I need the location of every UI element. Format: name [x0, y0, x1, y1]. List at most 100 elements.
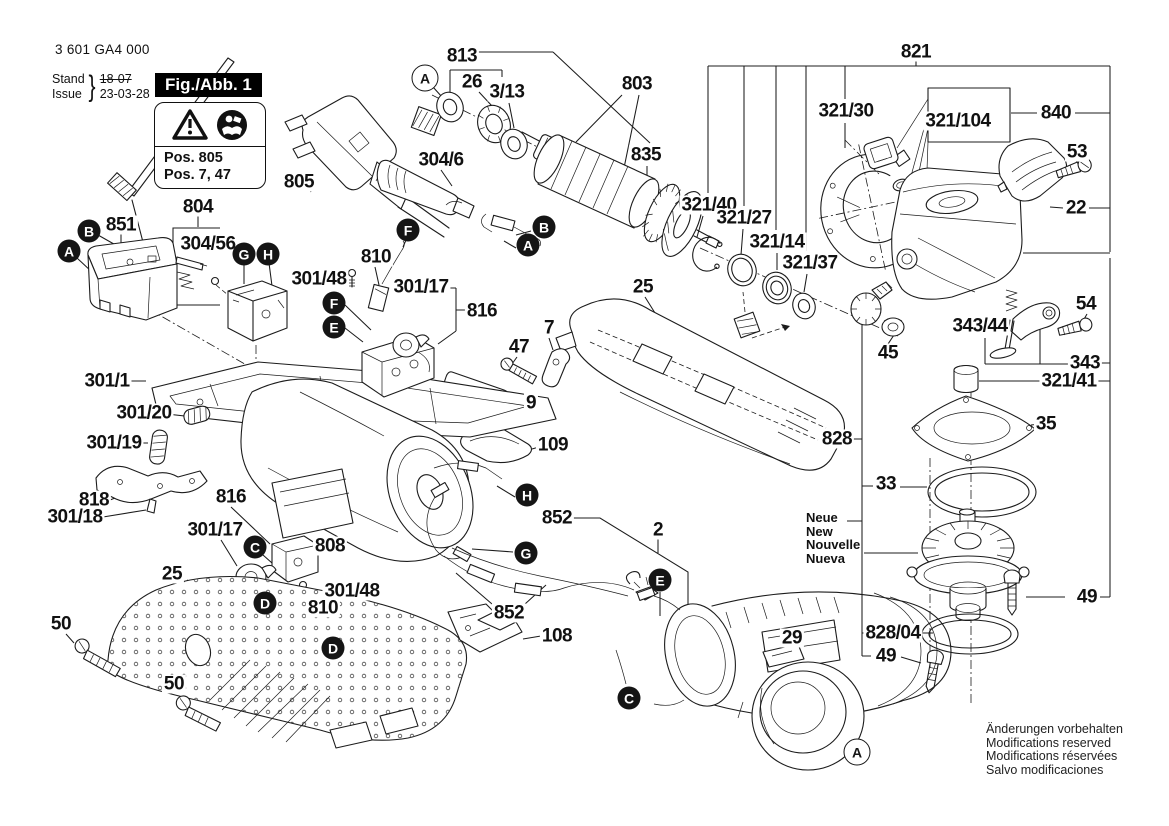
part-label-301-48: 301/48 — [289, 268, 349, 290]
view-marker-G-filled: G — [232, 242, 256, 266]
issue-label: Issue — [52, 87, 82, 101]
part-label-321-14: 321/14 — [747, 231, 807, 253]
part-label-33: 33 — [873, 473, 899, 495]
screw-54 — [1057, 317, 1093, 336]
screw-49-bottom — [925, 649, 944, 694]
part-label-22: 22 — [1063, 197, 1089, 219]
view-marker-F-filled: F — [322, 291, 346, 315]
part-label-50: 50 — [48, 613, 74, 635]
new-part-note-en: New — [806, 523, 833, 539]
sleeve-26 — [477, 104, 511, 144]
stand-value: 18-07 — [99, 72, 132, 86]
part-label-835: 835 — [628, 144, 664, 166]
view-marker-A-filled: A — [516, 233, 540, 257]
view-marker-C-filled: C — [617, 686, 641, 710]
read-manual-icon — [217, 110, 247, 140]
new-part-note: Neue New Nouvelle Nueva — [806, 511, 860, 565]
part-label-53: 53 — [1064, 141, 1090, 163]
view-marker-G-filled: G — [514, 541, 538, 565]
wire-harness-852 — [443, 547, 635, 597]
part-label-301-18: 301/18 — [45, 506, 105, 528]
part-label-321-104: 321/104 — [923, 110, 993, 132]
part-label-803: 803 — [619, 73, 655, 95]
bearing-3-13 — [500, 128, 528, 160]
figure-title: Fig./Abb. 1 — [155, 73, 262, 97]
part-label-9: 9 — [523, 392, 539, 414]
part-label-851: 851 — [103, 214, 139, 236]
screw-47 — [500, 357, 538, 385]
model-number: 3 601 GA4 000 — [55, 42, 150, 57]
spring-301-19 — [149, 429, 168, 465]
bracket-108 — [447, 603, 523, 653]
switch-base-301-17-upper — [361, 332, 435, 398]
part-label-50: 50 — [161, 673, 187, 695]
brace-glyph: } — [88, 70, 96, 103]
part-label-818: 818 — [76, 489, 112, 511]
view-marker-E-filled: E — [322, 315, 346, 339]
part-label-301-19: 301/19 — [84, 432, 144, 454]
pinion-45 — [850, 281, 905, 337]
part-label-301-20: 301/20 — [114, 402, 174, 424]
part-label-47: 47 — [506, 336, 532, 358]
view-marker-C-filled: C — [243, 535, 267, 559]
spring-301-20 — [183, 405, 211, 425]
view-marker-B-filled: B — [77, 219, 101, 243]
part-label-321-41: 321/41 — [1039, 370, 1099, 392]
part-label-852: 852 — [491, 602, 527, 624]
ring-321-37 — [792, 292, 816, 320]
view-marker-D-filled: D — [253, 591, 277, 615]
o-ring-33 — [927, 466, 1037, 518]
damper-block — [733, 311, 761, 339]
part-label-321-30: 321/30 — [816, 100, 876, 122]
inner-housing-25 — [555, 298, 845, 471]
part-label-828: 828 — [819, 428, 855, 450]
part-label-49: 49 — [873, 645, 899, 667]
part-label-45: 45 — [875, 342, 901, 364]
screw-50-a — [74, 638, 121, 678]
notice-es: Salvo modificaciones — [986, 762, 1104, 777]
part-label-804: 804 — [180, 196, 216, 218]
stand-label: Stand — [52, 72, 85, 86]
brush-810-upper — [347, 240, 405, 312]
warning-note-box: Pos. 805 Pos. 7, 47 — [154, 102, 266, 189]
issue-value: 23-03-28 — [99, 87, 150, 101]
part-label-828-04: 828/04 — [863, 622, 923, 644]
part-label-2: 2 — [650, 519, 666, 541]
view-marker-B-filled: B — [532, 215, 556, 239]
new-part-note-es: Nueva — [806, 550, 846, 566]
view-marker-A-outline: A — [843, 738, 871, 766]
pos-note-2: Pos. 7, 47 — [164, 167, 231, 183]
part-label-301-48: 301/48 — [322, 580, 382, 602]
part-label-840: 840 — [1038, 102, 1074, 124]
switch-cover-22 — [997, 138, 1068, 202]
new-part-note-de: Neue — [806, 510, 838, 525]
gear-housing-840 — [891, 167, 1023, 300]
pos-note-1: Pos. 805 — [164, 150, 223, 166]
bracket-818 — [95, 465, 208, 514]
part-label-343: 343 — [1067, 352, 1103, 374]
part-label-108: 108 — [539, 625, 575, 647]
bearing-813 — [436, 91, 464, 123]
bearing-321-14 — [762, 271, 792, 305]
view-marker-A-outline: A — [411, 64, 439, 92]
part-label-7: 7 — [541, 317, 557, 339]
part-label-813: 813 — [444, 45, 480, 67]
lock-parts-304-56 — [175, 256, 220, 290]
part-label-301-17: 301/17 — [391, 276, 451, 298]
notice-en: Modifications reserved — [986, 735, 1112, 750]
part-label-109: 109 — [535, 434, 571, 456]
view-marker-H-filled: H — [256, 242, 280, 266]
part-label-35: 35 — [1033, 413, 1059, 435]
tray-cover — [87, 237, 178, 321]
lock-lever-343-44 — [989, 289, 1061, 359]
notice-de: Änderungen vorbehalten — [986, 722, 1123, 736]
part-label-49: 49 — [1074, 586, 1100, 608]
ring-321-27 — [727, 253, 757, 287]
part-label-29: 29 — [779, 627, 805, 649]
part-label-301-17: 301/17 — [185, 519, 245, 541]
view-marker-H-filled: H — [515, 483, 539, 507]
bevel-gear-828 — [906, 508, 1030, 622]
view-marker-A-filled: A — [57, 239, 81, 263]
fan-835 — [642, 183, 682, 243]
wire-h — [433, 460, 503, 480]
